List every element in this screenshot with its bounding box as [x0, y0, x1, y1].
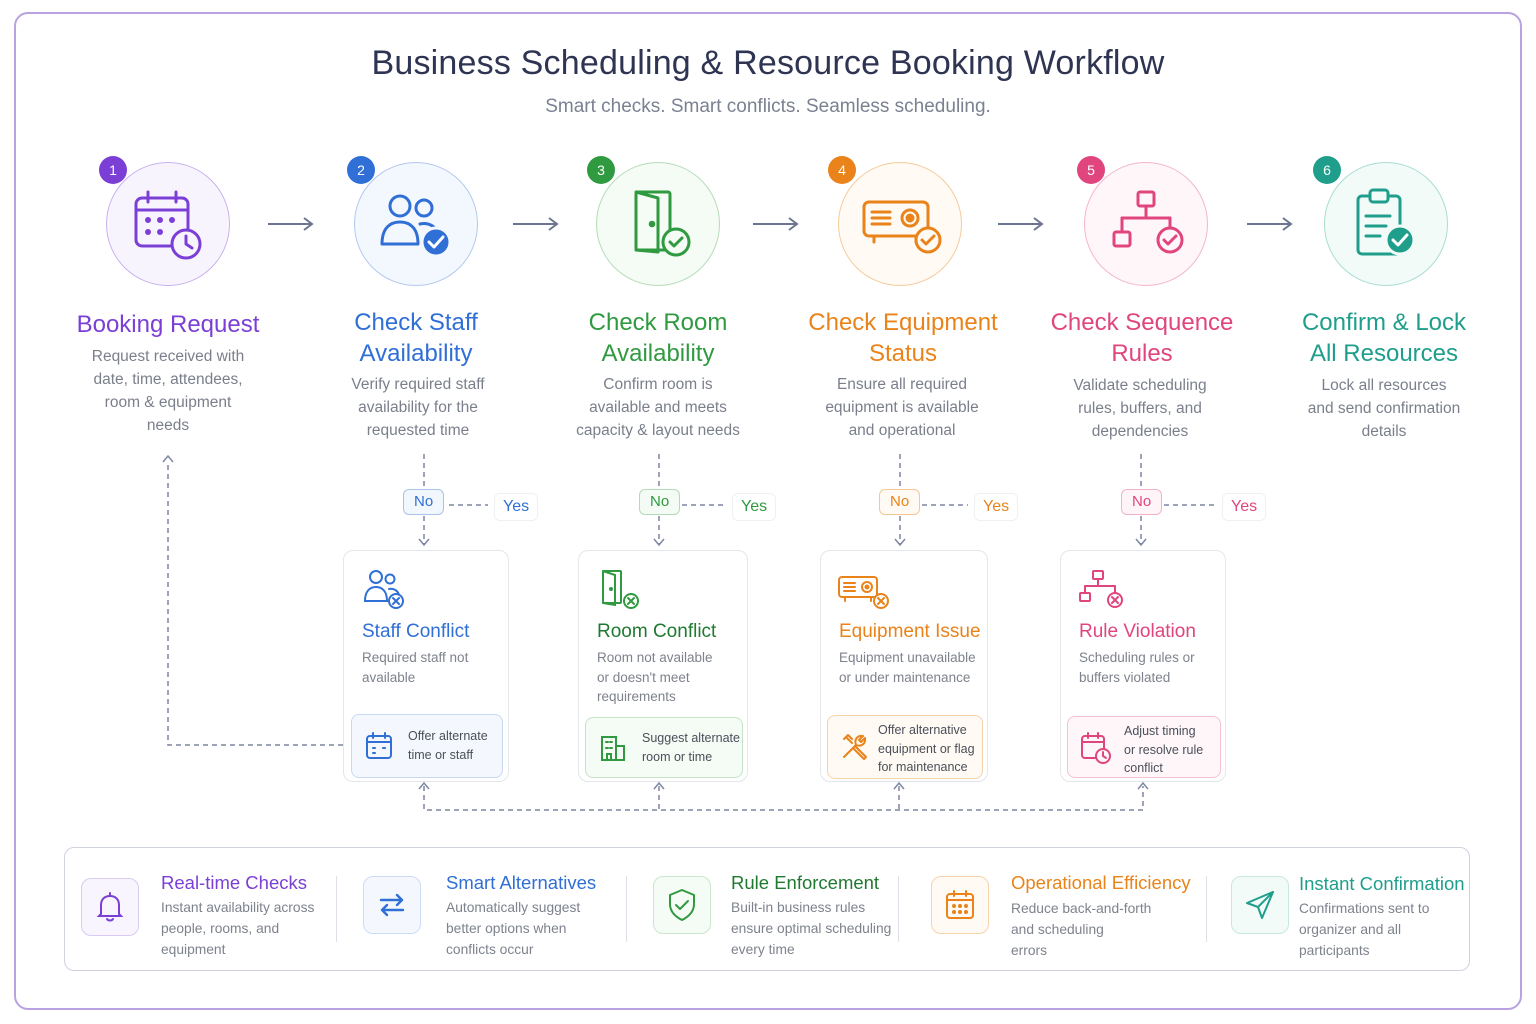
flow-arrow-2-3 [513, 217, 559, 231]
send-icon [1246, 891, 1274, 919]
decision-no-rules: No [1121, 489, 1163, 515]
calendar-grid-icon [946, 890, 974, 919]
benefit-title-5: Instant Confirmation [1299, 873, 1465, 894]
benefits-panel: Real-time Checks Instant availability ac… [64, 847, 1470, 971]
diagram-subtitle: Smart checks. Smart conflicts. Seamless … [545, 96, 991, 117]
decision-yes-staff: Yes [494, 493, 539, 521]
stage-1-number: 1 [99, 156, 127, 184]
benefit-title-1: Real-time Checks [161, 872, 307, 893]
swap-arrows-icon [379, 893, 405, 917]
tools-icon [843, 734, 867, 760]
stage-4-circle [838, 162, 962, 286]
stage-1-title: Booking Request [76, 311, 260, 338]
door-x-icon [602, 570, 639, 609]
diagram-title: Business Scheduling & Resource Booking W… [371, 44, 1165, 82]
benefit-title-2: Smart Alternatives [446, 872, 597, 893]
stage-2-circle [354, 162, 478, 286]
benefit-icon-box-5 [1231, 876, 1289, 934]
benefit-divider-2 [626, 876, 627, 942]
staff-check-icon [380, 194, 452, 258]
benefit-divider-1 [336, 876, 337, 942]
decision-yes-room: Yes [732, 493, 777, 521]
stage-1-circle [106, 162, 230, 286]
clipboard-check-icon [1356, 188, 1416, 256]
benefit-divider-4 [1206, 876, 1207, 942]
bell-icon [96, 892, 124, 922]
projector-x-icon [838, 576, 889, 609]
benefit-title-4: Operational Efficiency [1011, 872, 1191, 893]
stage-3-number: 3 [587, 156, 615, 184]
staff-x-icon [363, 570, 404, 609]
flow-arrow-4-5 [998, 217, 1044, 231]
shield-check-icon [669, 889, 695, 921]
calendar-clock-icon [134, 190, 202, 260]
flow-check-icon [1112, 190, 1184, 254]
decision-no-equipment: No [879, 489, 921, 515]
decision-yes-rules: Yes [1222, 493, 1267, 521]
stage-5-number: 5 [1077, 156, 1105, 184]
stage-6-circle [1324, 162, 1448, 286]
benefit-icon-box-1 [81, 878, 139, 936]
door-check-icon [634, 190, 691, 257]
benefit-title-3: Rule Enforcement [731, 872, 880, 893]
stage-5-circle [1084, 162, 1208, 286]
projector-check-icon [862, 200, 942, 254]
building-icon [601, 736, 625, 761]
stage-3-circle [596, 162, 720, 286]
flow-arrow-1-2 [268, 217, 314, 231]
benefit-divider-3 [898, 876, 899, 942]
stage-4-number: 4 [828, 156, 856, 184]
benefit-icon-box-3 [653, 876, 711, 934]
conflict-title-room: Room Conflict [597, 621, 717, 642]
calendar-icon [366, 732, 392, 759]
conflict-title-rules: Rule Violation [1079, 621, 1196, 642]
decision-no-staff: No [403, 489, 445, 515]
decision-no-room: No [639, 489, 681, 515]
decision-yes-equipment: Yes [974, 493, 1019, 521]
conflict-title-equipment: Equipment Issue [839, 621, 981, 642]
stage-6-number: 6 [1313, 156, 1341, 184]
benefit-icon-box-4 [931, 876, 989, 934]
flow-x-icon [1079, 570, 1123, 608]
calendar-clock-icon-small [1081, 732, 1111, 764]
conflict-title-staff: Staff Conflict [362, 621, 470, 642]
flow-arrow-5-6 [1247, 217, 1293, 231]
stage-2-number: 2 [347, 156, 375, 184]
benefit-icon-box-2 [363, 876, 421, 934]
flow-arrow-3-4 [753, 217, 799, 231]
